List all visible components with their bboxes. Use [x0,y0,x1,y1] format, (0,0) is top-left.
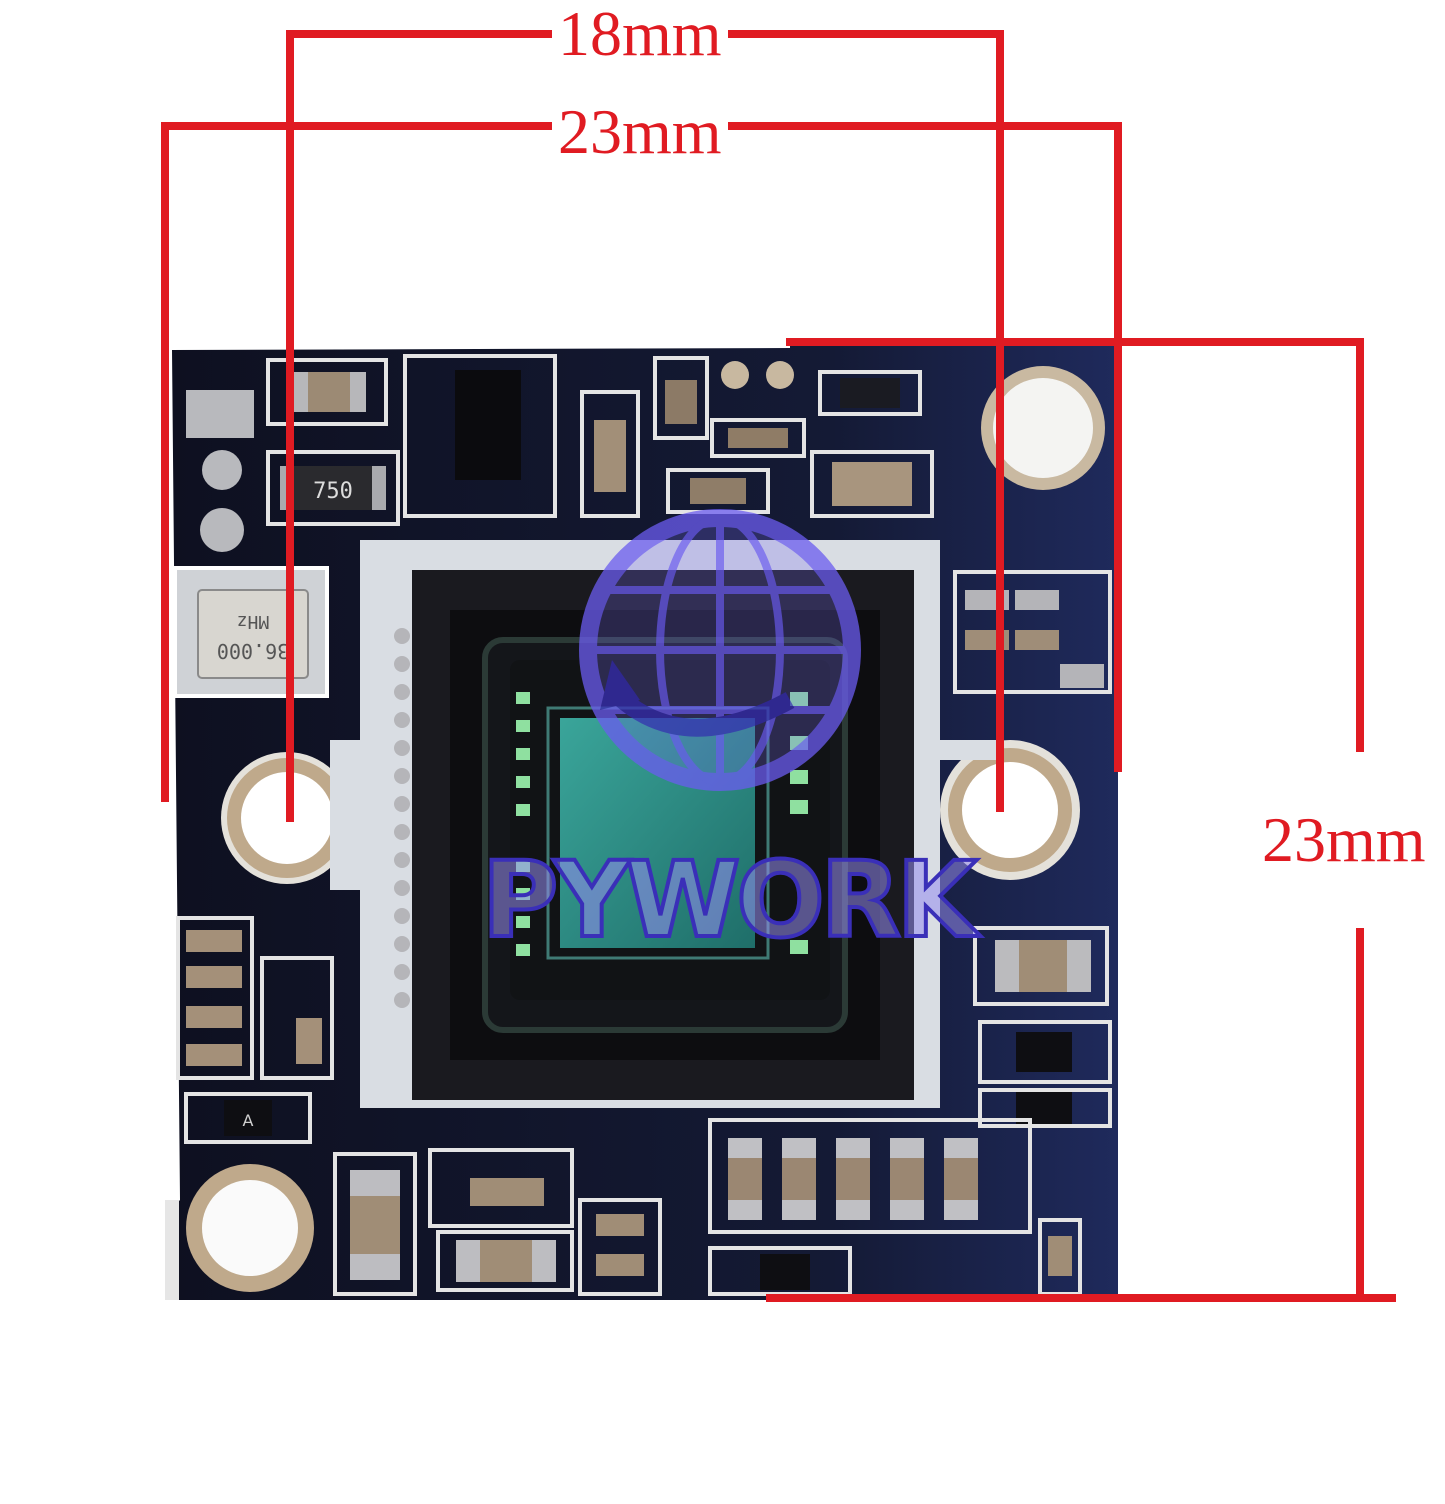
dimension-label-23mm-height: 23mm [1262,804,1426,875]
dimension-label-18mm: 18mm [552,2,728,66]
dim-23mm-height-top [786,338,1364,752]
mounting-hole-bottom-left [186,1164,314,1292]
mounting-hole-right [940,740,1080,880]
connector-pads [394,628,410,1008]
watermark-logo-text: PYWORK [480,839,979,961]
watermark-globe-icon [579,509,861,791]
dimension-label-23mm-width: 23mm [552,100,728,164]
crystal-unit-text: MHz [237,611,270,632]
chip-mark: A [243,1111,254,1130]
smd-components: A [176,354,1112,1296]
image-sensor [450,610,880,1060]
crystal-freq-text: 36.000 [217,639,289,663]
mounting-hole-top-right [981,366,1105,490]
resistor-marking: 750 [313,479,353,504]
crystal-oscillator: 36.000 MHz [173,566,329,698]
